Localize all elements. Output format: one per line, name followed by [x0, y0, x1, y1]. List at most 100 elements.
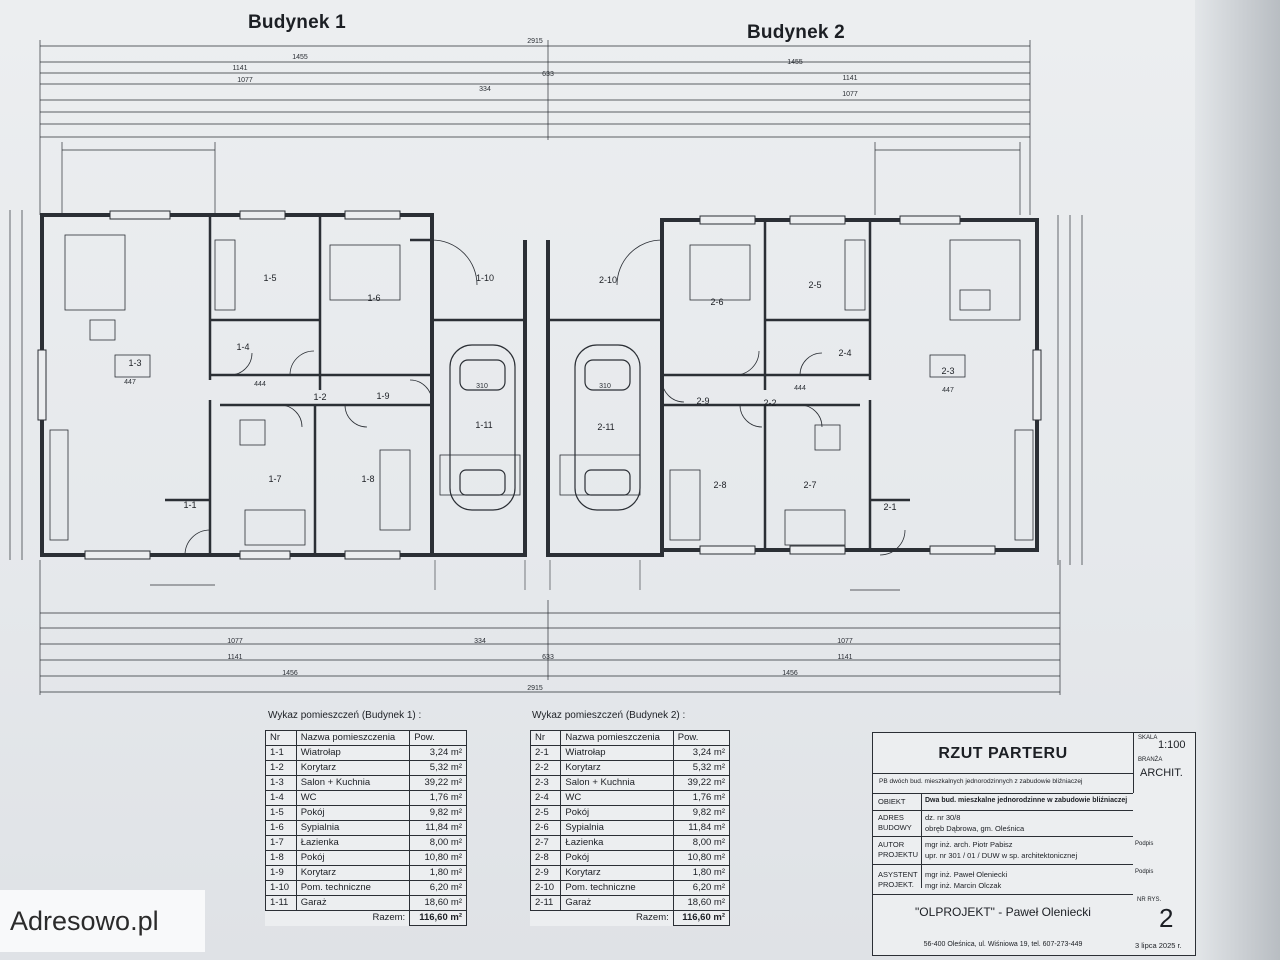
address-value-2: obręb Dąbrowa, gm. Oleśnica — [925, 824, 1025, 833]
windows — [37, 210, 1042, 560]
subtitle-row: PB dwóch bud. mieszkalnych jednorodzinny… — [873, 773, 1133, 794]
row-name: Pokój — [560, 805, 674, 821]
total-label: Razem: — [636, 912, 669, 924]
assistant-row: ASYSTENT PROJEKT. mgr inż. Paweł Oleniec… — [873, 864, 1133, 895]
dim-overall-bottom: 2915 — [527, 685, 543, 692]
address-row: ADRES BUDOWY dz. nr 30/8 obręb Dąbrowa, … — [873, 810, 1133, 837]
row-area: 6,20 m² — [672, 880, 731, 896]
row-nr: 1-3 — [265, 775, 297, 791]
dim-unit-bottom-2: 1141 — [837, 654, 852, 661]
row-name: Garaż — [295, 895, 411, 911]
interior-walls-b2 — [548, 220, 910, 550]
row-nr: 2-2 — [529, 760, 562, 776]
room-label-2-4: 2-4 — [838, 348, 851, 358]
dim-overall-top: 2915 — [527, 38, 543, 45]
row-area: 18,60 m² — [672, 895, 731, 911]
dim-unit-top-2: 1141 — [842, 75, 857, 82]
room-label-2-10: 2-10 — [599, 275, 617, 285]
row-nr: 1-1 — [265, 745, 297, 761]
room-label-2-6: 2-6 — [710, 297, 723, 307]
object-row: OBIEKT Dwa bud. mieszkalne jednorodzinne… — [873, 793, 1133, 811]
row-area: 10,80 m² — [672, 850, 731, 866]
row-nr: 1-2 — [265, 760, 297, 776]
row-name: Pokój — [560, 850, 674, 866]
dim-inner-top-2: 1077 — [842, 91, 858, 98]
table-header-area: Pow. — [409, 730, 467, 746]
dim-half-top-1: 1455 — [292, 54, 308, 61]
row-nr: 2-3 — [529, 775, 562, 791]
row-nr: 2-5 — [529, 805, 562, 821]
author-value-2: upr. nr 301 / 01 / DUW w sp. architekton… — [925, 851, 1078, 860]
address-value-1: dz. nr 30/8 — [925, 813, 961, 822]
row-area: 8,00 m² — [409, 835, 467, 851]
total-value: 116,60 m² — [672, 910, 731, 926]
row-name: Garaż — [560, 895, 674, 911]
row-nr: 1-7 — [265, 835, 297, 851]
building-2-title: Budynek 2 — [747, 22, 845, 43]
room-label-1-10: 1-10 — [476, 273, 494, 283]
title-block-main: RZUT PARTERU — [873, 733, 1133, 774]
row-name: Korytarz — [295, 865, 411, 881]
room-label-2-11: 2-11 — [597, 422, 614, 432]
row-name: Wiatrołap — [295, 745, 411, 761]
assistant-value-1: mgr inż. Paweł Oleniecki — [925, 870, 1008, 879]
firm-name: "OLPROJEKT" - Paweł Oleniecki — [915, 905, 1091, 919]
row-nr: 2-10 — [529, 880, 562, 896]
row-name: Pokój — [295, 850, 411, 866]
title-block-side: SKALA 1:100 BRANŻA ARCHIT. — [1133, 733, 1196, 793]
room-label-2-5: 2-5 — [808, 280, 821, 290]
row-nr: 2-6 — [529, 820, 562, 836]
side-dimension-lines — [9, 210, 1083, 565]
row-area: 1,76 m² — [409, 790, 467, 806]
dim-inner-bottom-1: 1077 — [227, 638, 243, 645]
adresowo-watermark: Adresowo.pl — [0, 890, 205, 952]
table-b2-caption: Wykaz pomieszczeń (Budynek 2) : — [532, 710, 686, 721]
dim-garages-top: 334 — [479, 86, 491, 93]
row-name: Sypialnia — [295, 820, 411, 836]
total-label: Razem: — [372, 912, 406, 924]
object-value: Dwa bud. mieszkalne jednorodzinne w zabu… — [925, 797, 1128, 804]
table-header-name: Nazwa pomieszczenia — [295, 730, 411, 746]
room-label-1-11: 1-11 — [475, 420, 492, 430]
dim-living-width-2: 447 — [942, 387, 954, 394]
room-label-2-1: 2-1 — [883, 502, 896, 512]
garage-cars — [449, 344, 641, 511]
table-header-name: Nazwa pomieszczenia — [560, 730, 674, 746]
row-nr: 1-8 — [265, 850, 297, 866]
row-name: Pom. techniczne — [295, 880, 411, 896]
room-label-1-3: 1-3 — [128, 358, 141, 368]
dim-unit-bottom-1: 1141 — [227, 654, 242, 661]
sheet-number-label: NR RYS. — [1137, 897, 1162, 903]
room-label-1-1: 1-1 — [183, 500, 196, 510]
room-label-2-8: 2-8 — [713, 480, 726, 490]
row-name: WC — [295, 790, 411, 806]
room-label-2-3: 2-3 — [941, 366, 954, 376]
author-value-1: mgr inż. arch. Piotr Pabisz — [925, 840, 1013, 849]
row-nr: 2-1 — [529, 745, 562, 761]
row-area: 1,80 m² — [672, 865, 731, 881]
row-name: Korytarz — [560, 865, 674, 881]
dim-living-width-1: 447 — [124, 379, 136, 386]
scale-value: 1:100 — [1158, 739, 1186, 751]
branch-value: ARCHIT. — [1140, 767, 1183, 779]
room-label-1-9: 1-9 — [376, 391, 389, 401]
assistant-label-1: ASYSTENT — [878, 870, 918, 879]
table-header-nr: Nr — [529, 730, 562, 746]
dim-garage-width-1: 310 — [476, 383, 488, 390]
row-name: Łazienka — [560, 835, 674, 851]
row-name: Pom. techniczne — [560, 880, 674, 896]
row-area: 1,80 m² — [409, 865, 467, 881]
row-area: 5,32 m² — [409, 760, 467, 776]
